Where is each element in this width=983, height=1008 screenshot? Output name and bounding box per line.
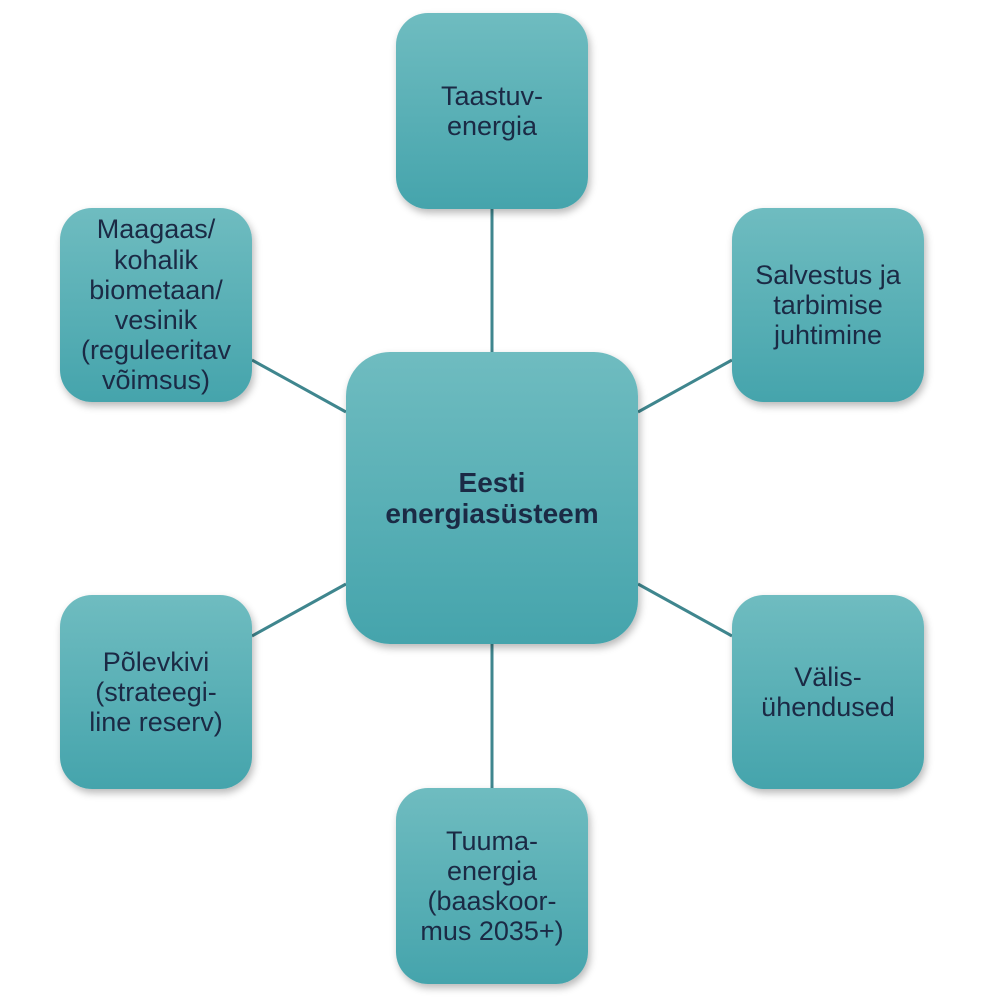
connector-left1 [251, 358, 347, 414]
connector-left2 [251, 582, 347, 638]
connector-right2 [637, 582, 733, 638]
node-oil-shale: Põlevkivi (strateegi- line reserv) [60, 595, 252, 789]
node-renewable-energy: Taastuv- energia [396, 13, 588, 209]
node-label: Taastuv- energia [440, 80, 544, 141]
node-label: Maagaas/ kohalik biometaan/ vesinik (reg… [80, 214, 232, 396]
node-label: Välis- ühendused [761, 661, 895, 722]
connector-right1 [637, 358, 733, 414]
node-label: Salvestus ja tarbimise juhtimine [755, 259, 901, 351]
node-storage-demand-management: Salvestus ja tarbimise juhtimine [732, 208, 924, 402]
node-nuclear-energy: Tuuma- energia (baaskoor- mus 2035+) [396, 788, 588, 984]
node-label: Põlevkivi (strateegi- line reserv) [89, 646, 223, 738]
center-node-label: Eesti energiasüsteem [385, 466, 599, 529]
node-label: Tuuma- energia (baaskoor- mus 2035+) [420, 825, 564, 947]
node-natural-gas-biomethane-hydrogen: Maagaas/ kohalik biometaan/ vesinik (reg… [60, 208, 252, 402]
center-node: Eesti energiasüsteem [346, 352, 638, 644]
node-interconnections: Välis- ühendused [732, 595, 924, 789]
